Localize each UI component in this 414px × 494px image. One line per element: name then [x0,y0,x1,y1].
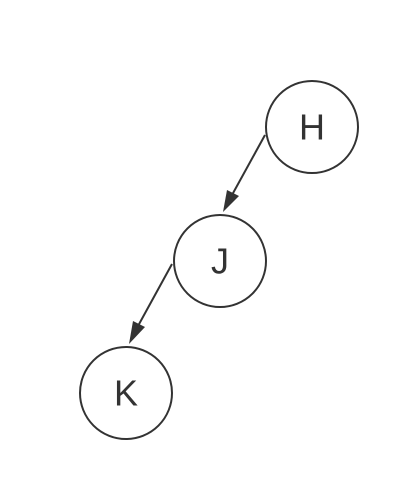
edges [129,134,266,344]
node-k-label: K [114,373,138,414]
node-h-label: H [299,107,325,148]
node-h: H [265,80,359,174]
node-k: K [79,346,173,440]
arrowhead-icon [129,321,145,344]
edge-j-to-k [129,263,173,344]
node-j-label: J [211,241,229,282]
arrowhead-icon [223,190,239,212]
edge-h-to-j [223,134,266,212]
node-j: J [173,214,267,308]
